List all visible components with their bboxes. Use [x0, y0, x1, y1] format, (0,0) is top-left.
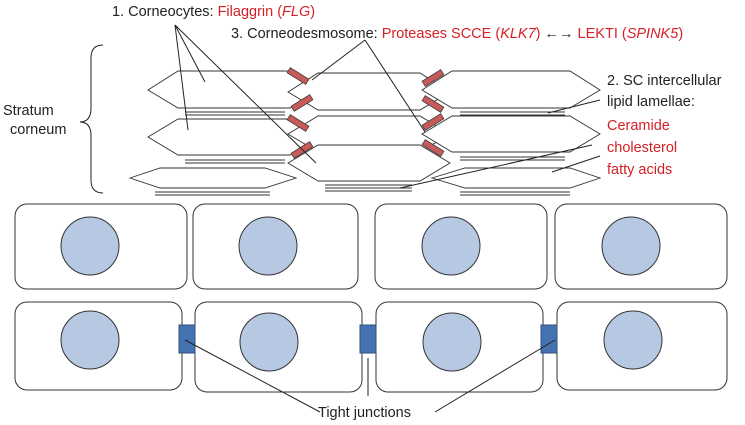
- corneocyte: [287, 72, 451, 111]
- corneocyte-layer: [128, 70, 602, 189]
- keratinocyte-row-upper: [14, 203, 728, 290]
- nucleus: [422, 312, 482, 372]
- stratum-brace: [79, 44, 104, 194]
- tight-junctions-label: Tight junctions: [318, 405, 411, 421]
- nucleus: [239, 312, 299, 372]
- corneodesmosome: [290, 94, 314, 112]
- stratum-label: Stratum: [3, 103, 54, 119]
- nucleus: [238, 216, 298, 276]
- corneocyte: [287, 144, 451, 182]
- corneodesmosome: [286, 114, 310, 132]
- tight-junction: [359, 324, 377, 354]
- lipid-lamellae-label-line2: lipid lamellae:: [607, 94, 695, 110]
- keratinocyte-row-lower: [14, 301, 728, 393]
- corneodesmosome: [286, 67, 310, 85]
- corneodesmosome-label: 3. Corneodesmosome: Proteases SCCE (KLK7…: [231, 26, 683, 42]
- corneodesmosome: [421, 139, 445, 157]
- tight-junction: [178, 324, 196, 354]
- nucleus: [421, 216, 481, 276]
- corneodesmosome: [421, 95, 445, 113]
- corneodesmosome: [421, 113, 445, 131]
- nucleus: [60, 310, 120, 370]
- corneocyte: [128, 167, 298, 189]
- corneocyte: [421, 70, 601, 109]
- leader-lines: [174, 24, 601, 413]
- nucleus: [60, 216, 120, 276]
- ceramide-label: Ceramide: [607, 118, 670, 134]
- lipid-lamellae: [155, 111, 570, 196]
- stratum-label-line2: corneum: [10, 122, 66, 138]
- corneodesmosomes: [286, 67, 445, 159]
- nucleus: [601, 216, 661, 276]
- tight-junction: [540, 324, 558, 354]
- corneocyte: [430, 167, 602, 189]
- cholesterol-label: cholesterol: [607, 140, 677, 156]
- corneocyte: [421, 115, 601, 153]
- nucleus: [603, 310, 663, 370]
- corneocytes-label: 1. Corneocytes: Filaggrin (FLG): [112, 4, 315, 20]
- fatty-acids-label: fatty acids: [607, 162, 672, 178]
- lipid-lamellae-label: 2. SC intercellular: [607, 73, 722, 89]
- corneodesmosome: [421, 69, 445, 87]
